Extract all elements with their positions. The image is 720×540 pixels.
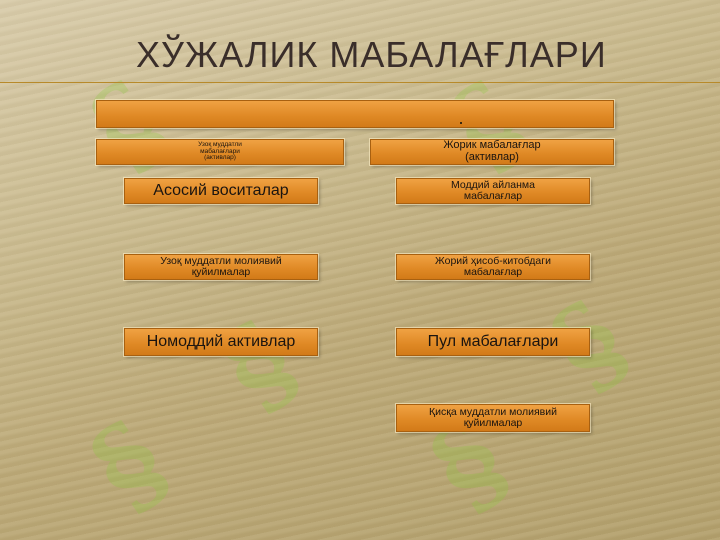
left-column-header: Узоқ муддатли мабалағлари (активлар) [96,139,344,165]
left-item-fixed-assets: Асосий воситалар [124,178,318,204]
left-item-intangible-assets: Номоддий активлар [124,328,318,356]
right-item-material-current-assets: Моддий айланма мабалағлар [396,178,590,204]
slide-title: ХЎЖАЛИК МАБАЛАҒЛАРИ [136,34,607,75]
right-item-receivables: Жорий ҳисоб-китобдаги мабалағлар [396,254,590,280]
left-item-long-term-investments: Узоқ муддатли молиявий қуйилмалар [124,254,318,280]
top-category-bar [96,100,614,128]
top-bar-dot [460,122,462,124]
right-item-cash: Пул мабалағлари [396,328,590,356]
right-item-short-term-investments: Қисқа муддатли молиявий қуйилмалар [396,404,590,432]
right-column-header: Жорик мабалағлар (активлар) [370,139,614,165]
title-divider [0,82,720,83]
